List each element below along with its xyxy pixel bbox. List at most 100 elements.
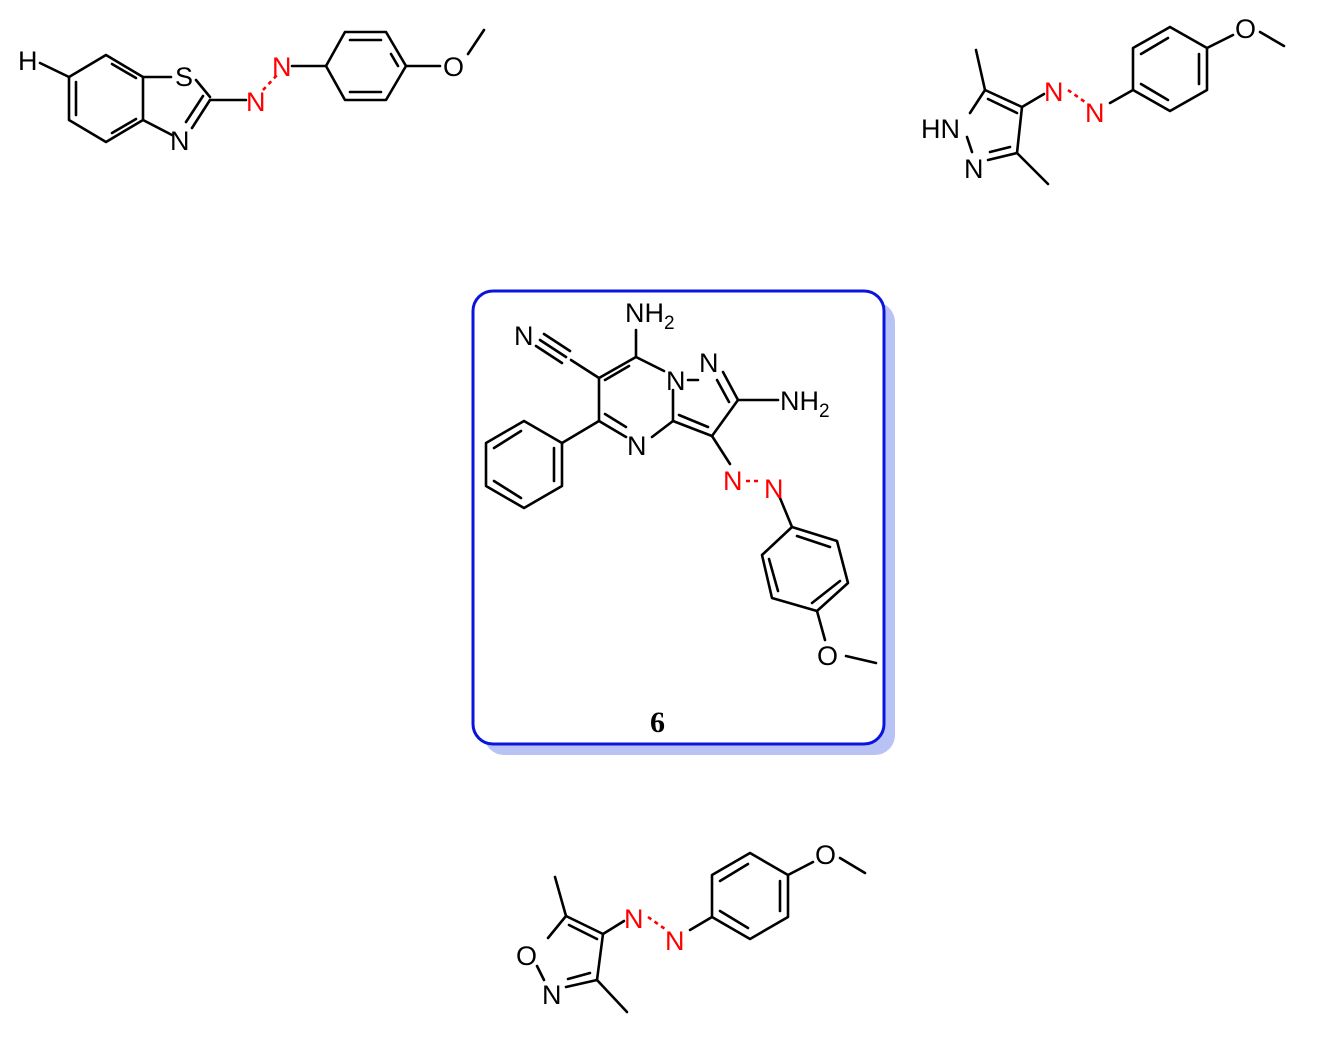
pyrazole-c3-c3a — [671, 419, 714, 438]
compound-6-molecule: NH2 N N N NH2 N N N O — [484, 298, 878, 671]
azo-aryl-bond — [778, 496, 794, 529]
benzene-inner-bond-2 — [110, 117, 138, 135]
nitrile-triple-3 — [534, 344, 564, 365]
azo-aryl-bond — [688, 915, 714, 932]
atom-n-ring: N — [964, 154, 984, 184]
anisole-inner-bond-1 — [1139, 36, 1170, 56]
phenyl-inner-bond-3 — [492, 479, 523, 500]
thiazole-bond-cn — [190, 98, 212, 130]
azo-link-bond — [710, 434, 732, 466]
phenyl-link-bond — [560, 419, 601, 445]
methoxy-methyl-bond — [466, 28, 486, 56]
thiazole-bond-cn-double — [184, 94, 205, 124]
phenyl-inner-bond-2 — [492, 429, 523, 450]
atom-n-bridge: N — [666, 366, 686, 396]
atom-o-methoxy: O — [1235, 14, 1256, 44]
atom-s: S — [175, 62, 193, 92]
pyrazole-c2-c3 — [710, 398, 740, 438]
isoxazole-c5-o — [546, 914, 568, 940]
pyrazole-azo-molecule: HN N N N O — [921, 14, 1286, 186]
atom-nh2-right: NH2 — [780, 386, 830, 422]
pyrimidine-c5-n4-double — [603, 412, 628, 429]
anisole-ring — [710, 851, 790, 941]
atom-n-azo-2: N — [665, 926, 685, 956]
thiazole-bond-n — [141, 118, 174, 137]
thiazole-bond-s2 — [194, 78, 212, 99]
atom-n-ring: N — [542, 980, 562, 1010]
nitrile-triple-2 — [542, 332, 572, 353]
pyrimidine-c7-c6-double — [603, 364, 631, 382]
azo-double-bond — [1067, 88, 1086, 104]
pyrazole-c5-n1 — [968, 88, 987, 115]
methyl-c5 — [974, 48, 987, 92]
azo-aryl-bond — [1108, 88, 1135, 105]
atom-o-methoxy: O — [817, 641, 838, 671]
anisole-inner-bond-3 — [1139, 82, 1170, 102]
pyrazole-c5-c4 — [983, 88, 1024, 109]
anisole-inner-bond-1 — [795, 534, 832, 549]
h-bond — [38, 61, 71, 79]
isoxazole-c3-n-double — [566, 971, 592, 981]
highlight-border — [471, 289, 886, 746]
azo-double-bond — [647, 915, 666, 931]
isoxazole-o-n — [535, 964, 546, 982]
pyrazole-c3-n2 — [986, 151, 1019, 162]
isoxazole-c5-c4 — [564, 914, 605, 936]
pyrimidine-c5-n4 — [597, 419, 628, 439]
atom-n-pyrazole: N — [699, 348, 719, 378]
isoxazole-c5-c4-double — [567, 923, 599, 941]
atom-nitrile-n: N — [514, 321, 534, 351]
atom-n-azo-1: N — [246, 87, 266, 117]
pyrazole-c3-n2-double — [988, 145, 1012, 154]
pyrazole-n1-c2 — [721, 370, 740, 402]
methoxy-methyl-bond — [844, 654, 878, 665]
methoxy-methyl-bond — [1258, 30, 1286, 48]
azo-link-bond — [1020, 92, 1046, 109]
pyrazole-n1-n2 — [965, 135, 974, 154]
pyrimidine-n8-c7 — [634, 355, 666, 373]
atom-n-azo-2: N — [272, 52, 292, 82]
compound-6-panel: NH2 N N N NH2 N N N O 6 — [471, 289, 895, 755]
azo-link-bond — [601, 919, 626, 936]
methoxy-methyl-bond — [838, 856, 867, 875]
atom-h: H — [18, 46, 38, 76]
methoxy-o-bond — [786, 860, 815, 877]
nitrile-single — [569, 358, 601, 380]
methyl-c5 — [553, 875, 568, 918]
methyl-c3 — [1015, 151, 1050, 186]
atom-n-azo-1: N — [1044, 77, 1064, 107]
isoxazole-c4-c3 — [595, 932, 605, 982]
atom-n-pyrimidine: N — [627, 431, 647, 461]
phenyl-ring — [484, 419, 564, 510]
anisole-inner-bond-3 — [389, 52, 400, 68]
pyrazole-c4-c3 — [1015, 105, 1024, 155]
anisole-inner-bond-3 — [718, 909, 750, 930]
atom-n-azo-1: N — [723, 466, 743, 496]
methoxy-o-bond — [815, 609, 827, 642]
methoxy-o-bond — [1205, 33, 1235, 50]
benzene-inner-bond-1 — [110, 62, 138, 80]
anisole-ring — [324, 30, 408, 102]
anisole-inner-bond-3 — [810, 579, 842, 605]
pyrazole-c5-c4-double — [986, 97, 1019, 115]
atom-o-methoxy: O — [815, 840, 836, 870]
benzothiazole-azo-molecule: H S N N N O — [18, 28, 486, 156]
azo-double-bond — [262, 73, 279, 91]
atom-n-azo-1: N — [624, 904, 644, 934]
pyrazole-n1-c2-double — [715, 378, 731, 404]
anisole-ring — [1131, 25, 1209, 113]
isoxazole-azo-molecule: O N N N O — [516, 840, 867, 1014]
atom-n-azo-2: N — [1085, 98, 1105, 128]
atom-nh2-top: NH2 — [625, 298, 675, 334]
pyrimidine-c7-c6 — [597, 355, 638, 380]
methyl-c3 — [595, 978, 629, 1014]
atom-n-ring: N — [170, 126, 190, 156]
pyrazole-c3-c3a-double — [677, 413, 710, 429]
atom-o-methoxy: O — [443, 52, 464, 82]
atom-hn: HN — [921, 114, 960, 144]
anisole-inner-bond-1 — [718, 862, 750, 883]
pyrimidine-n4-c3a — [650, 419, 675, 439]
benzothiazole-benzene-ring — [67, 53, 145, 144]
compound-label: 6 — [650, 706, 665, 739]
